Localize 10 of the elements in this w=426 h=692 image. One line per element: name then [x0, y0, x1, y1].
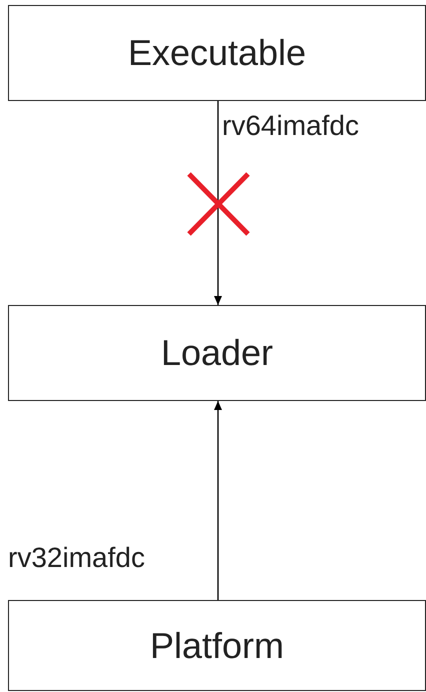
box-label: Platform [150, 624, 284, 668]
arrow [214, 101, 222, 305]
box-label: Executable [128, 31, 306, 75]
edge-label: rv64imafdc [222, 109, 359, 143]
process-box [8, 600, 426, 691]
process-box [8, 5, 426, 101]
edge-label: rv32imafdc [8, 541, 145, 575]
arrow [214, 401, 222, 600]
process-box [8, 305, 426, 401]
box-label: Loader [160, 331, 274, 375]
